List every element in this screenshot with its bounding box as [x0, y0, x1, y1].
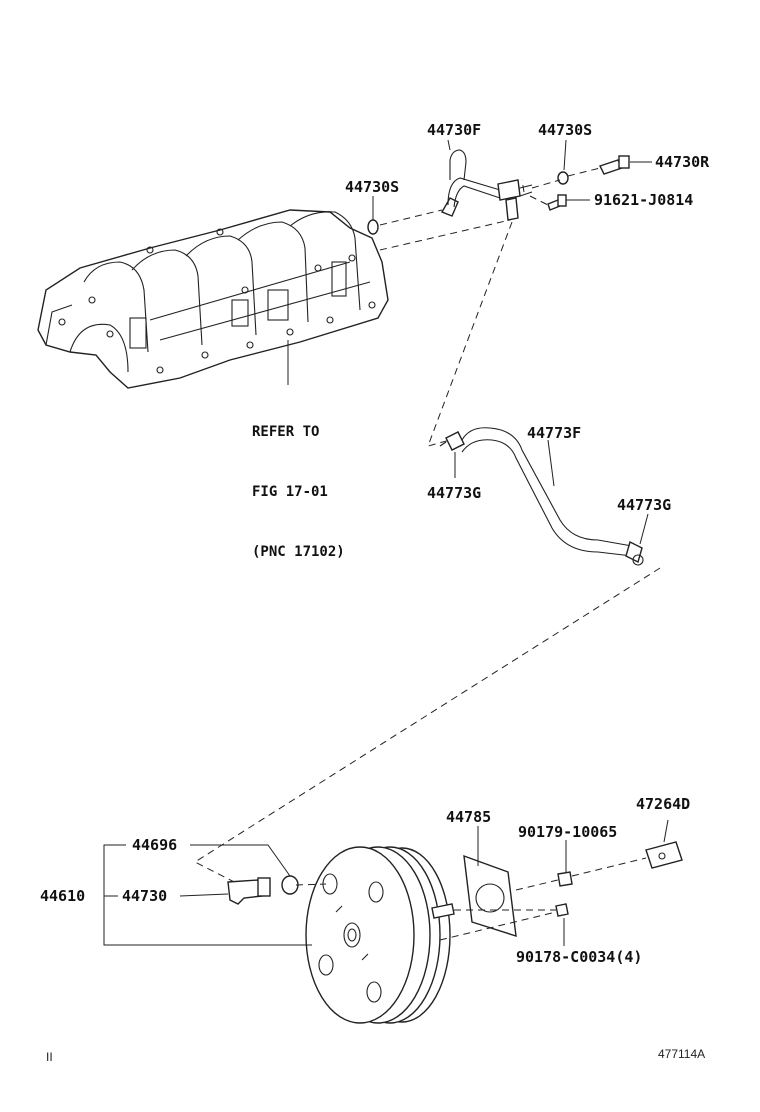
part-label-44730R[interactable]: 44730R [655, 153, 710, 171]
part-label-44730S-top[interactable]: 44730S [538, 121, 593, 139]
footer-mark: II [46, 1050, 53, 1064]
part-label-44730S-left[interactable]: 44730S [345, 178, 400, 196]
vacuum-hose-icon [461, 427, 633, 557]
nut-icon [555, 903, 569, 917]
hose-clamp-icon [439, 431, 465, 451]
intake-manifold-icon [37, 209, 389, 389]
part-label-44773G-left[interactable]: 44773G [427, 484, 482, 502]
nut-icon [557, 871, 573, 887]
grommet-icon [281, 875, 299, 895]
part-label-90178-C0034[interactable]: 90178-C0034(4) [516, 948, 643, 966]
bolt-icon [599, 155, 630, 175]
clevis-icon [645, 841, 683, 869]
part-label-91621-J0814[interactable]: 91621-J0814 [594, 191, 694, 209]
part-label-44773G-right[interactable]: 44773G [617, 496, 672, 514]
part-label-44785[interactable]: 44785 [446, 808, 492, 826]
check-valve-icon [227, 877, 271, 905]
part-label-44730F[interactable]: 44730F [427, 121, 482, 139]
part-label-47264D[interactable]: 47264D [636, 795, 691, 813]
gasket-icon [367, 219, 379, 235]
refer-note: REFER TO FIG 17-01 (PNC 17102) [252, 382, 345, 582]
union-pipe-icon [440, 149, 533, 221]
brake-booster-icon [305, 846, 455, 1024]
part-label-44610[interactable]: 44610 [40, 887, 86, 905]
hose-clamp-icon [625, 540, 644, 566]
part-label-44773F[interactable]: 44773F [527, 424, 582, 442]
part-label-44730[interactable]: 44730 [122, 887, 168, 905]
drawing-id: 477114A [658, 1047, 706, 1061]
gasket-icon [557, 171, 569, 185]
bolt-icon [547, 194, 567, 211]
refer-note-line3: (PNC 17102) [252, 544, 345, 560]
refer-note-line1: REFER TO [252, 424, 320, 440]
refer-note-line2: FIG 17-01 [252, 484, 328, 500]
part-label-90179-10065[interactable]: 90179-10065 [518, 823, 618, 841]
gasket-plate-icon [463, 854, 517, 937]
part-label-44696[interactable]: 44696 [132, 836, 178, 854]
